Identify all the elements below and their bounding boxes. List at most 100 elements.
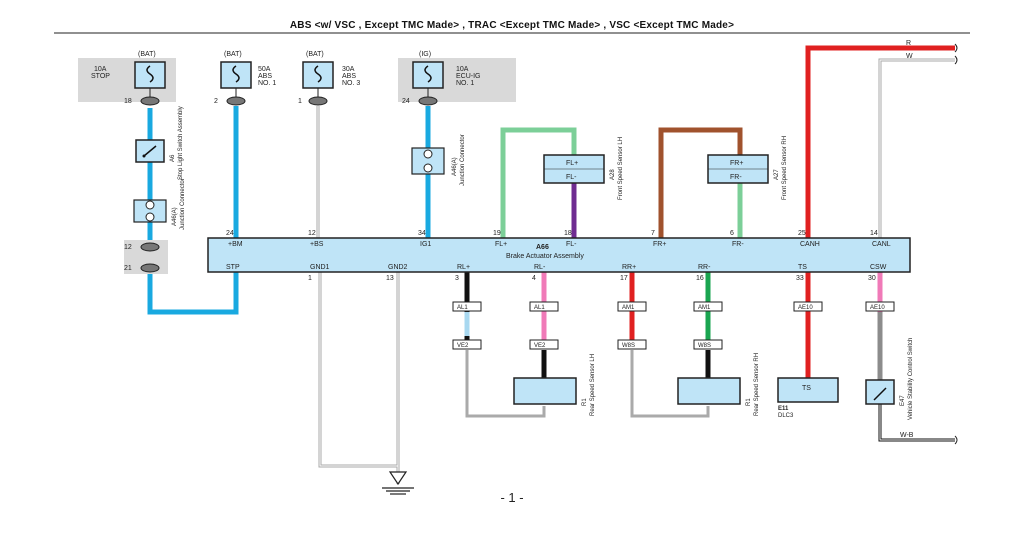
junction1-name: Junction Connector [460, 134, 466, 186]
vsc-switch [865, 379, 895, 405]
fuse-4-rating: 10A [456, 66, 469, 73]
connector-label: AE10 [798, 305, 813, 311]
wire-label-r: R [906, 40, 911, 47]
vsc-switch-code: E47 [900, 395, 906, 406]
fuse-1-pin: 18 [124, 98, 132, 105]
fuse-2-name: ABS [258, 73, 272, 80]
ecu-top-pin-number: 7 [651, 230, 655, 237]
fl-sensor-name: Front Speed Sensor LH [618, 137, 624, 200]
rear-sensor-rh [677, 377, 741, 405]
ecu-top-pin-label: CANH [800, 241, 820, 248]
ecu-bottom-pin-label: RR- [698, 264, 711, 271]
ecu-top-pin-number: 6 [730, 230, 734, 237]
ecu-top-pin-number: 24 [226, 230, 234, 237]
fuse-4 [412, 61, 444, 106]
fuse-2-supply: (BAT) [224, 51, 242, 58]
wire-label-wb: W-B [900, 432, 914, 439]
dlc3-pin: TS [802, 385, 811, 392]
connector-label: VE2 [457, 343, 469, 349]
ecu-code: A66 [536, 244, 549, 251]
connector-label: AL1 [534, 305, 545, 311]
dlc3-name: DLC3 [778, 413, 794, 419]
ecu-top-pin-number: 18 [564, 230, 572, 237]
vsc-switch-name: Vehicle Stability Control Switch [908, 338, 914, 420]
fuse-2-pin: 2 [214, 98, 218, 105]
ecu-bottom-pin-number: 3 [455, 275, 459, 282]
fuse-3-rating: 30A [342, 66, 355, 73]
connector-label: W8S [622, 343, 635, 349]
ecu-top-pin-number: 25 [798, 230, 806, 237]
fr-sensor-minus: FR- [730, 174, 742, 181]
ecu-top-pin-label: IG1 [420, 241, 431, 248]
ecu-bottom-pin-label: RR+ [622, 264, 636, 271]
junction-connector-1 [411, 147, 445, 175]
ecu-top-pin-label: FR- [732, 241, 744, 248]
fuse-4-name2: NO. 1 [456, 80, 474, 87]
ecu-bottom-pin-label: STP [226, 264, 240, 271]
fr-sensor-code: A27 [774, 169, 780, 180]
fuse-3-pin: 1 [298, 98, 302, 105]
junction2-code: A46(A) [172, 207, 178, 226]
connector-box [529, 339, 559, 350]
fr-sensor-name: Front Speed Sensor RH [782, 136, 788, 200]
ecu-bottom-pin-label: TS [798, 264, 807, 271]
fr-sensor-plus: FR+ [730, 160, 743, 167]
ecu-bottom-pin-number: 4 [532, 275, 536, 282]
fuse-2-rating: 50A [258, 66, 271, 73]
connector-box [865, 301, 895, 312]
wire-canh [805, 45, 955, 238]
ecu-name: Brake Actuator Assembly [506, 253, 584, 260]
connector-box [617, 301, 647, 312]
fuse-1-name: STOP [91, 73, 110, 80]
fuse-2 [220, 61, 252, 106]
connector-box [693, 339, 723, 350]
wire-canl [878, 58, 955, 238]
wire-fr-plus [658, 127, 743, 238]
connector-box [452, 301, 482, 312]
ecu-top-pin-number: 34 [418, 230, 426, 237]
connector-label: AE10 [870, 305, 885, 311]
ecu-top-pin-label: FL- [566, 241, 577, 248]
fuse-2-name2: NO. 1 [258, 80, 276, 87]
ecu-top-pin-label: +BS [310, 241, 324, 248]
ecu-top-pin-number: 19 [493, 230, 501, 237]
ecu-bottom-pin-number: 13 [386, 275, 394, 282]
junction2-name: Junction Connector [180, 178, 186, 230]
connector-box [693, 301, 723, 312]
connector-label: AL1 [457, 305, 468, 311]
page-number: - 1 - [500, 490, 524, 505]
connector-label: AM1 [622, 305, 635, 311]
ecu-top-pin-number: 14 [870, 230, 878, 237]
ecu-bottom-pin-label: RL+ [457, 264, 470, 271]
connector-box [452, 339, 482, 350]
ecu-top-pin-label: FL+ [495, 241, 507, 248]
ecu-bottom-pin-number: 30 [868, 275, 876, 282]
break-mark-3 [954, 435, 958, 445]
wire-label-w: W [906, 53, 913, 60]
wire-fl-plus [500, 127, 577, 238]
rl-sensor-name: Rear Speed Sensor LH [590, 354, 596, 416]
fuse-1-supply: (BAT) [138, 51, 156, 58]
rr-sensor-name: Rear Speed Sensor RH [754, 353, 760, 416]
ecu-top-pin-label: CANL [872, 241, 891, 248]
dlc3-code: E11 [778, 406, 789, 412]
fl-sensor-code: A28 [610, 169, 616, 180]
connector-label: AM1 [698, 305, 711, 311]
fuse-4-supply: (IG) [419, 51, 431, 58]
ecu-bottom-pin-label: CSW [870, 264, 887, 271]
connector-box [617, 339, 647, 350]
connector-box [793, 301, 823, 312]
break-mark-2 [954, 55, 958, 65]
ecu-top-pin-label: +BM [228, 241, 243, 248]
fuse-3 [302, 61, 334, 106]
connector-label: VE2 [534, 343, 546, 349]
fl-sensor-plus: FL+ [566, 160, 578, 167]
ecu-bottom-pin-label: RL- [534, 264, 546, 271]
ecu-bottom-pin-label: GND1 [310, 264, 330, 271]
fuse-3-supply: (BAT) [306, 51, 324, 58]
rl-sensor-code: R1 [582, 398, 588, 406]
junction1-code: A46(A) [452, 157, 458, 176]
ground-symbol [382, 471, 414, 495]
fuse-1-rating: 10A [94, 66, 107, 73]
